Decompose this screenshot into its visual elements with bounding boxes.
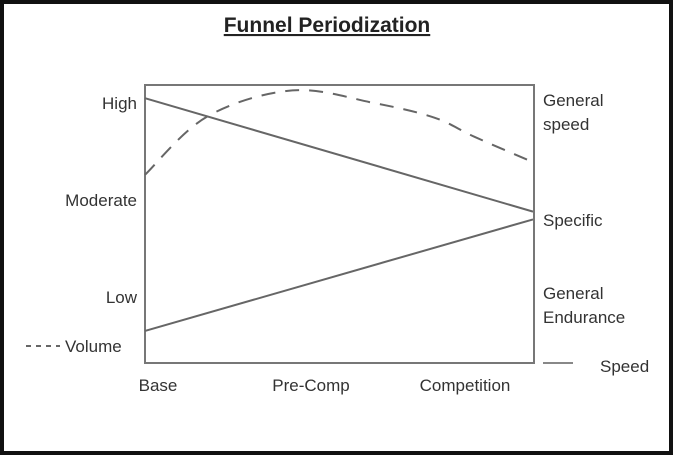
chart-title: Funnel Periodization [224, 14, 431, 37]
y-tick-high: High [102, 94, 137, 113]
y-tick-moderate: Moderate [65, 191, 137, 210]
x-tick-competition: Competition [420, 376, 511, 395]
right-label-general-speed-2: speed [543, 115, 589, 134]
right-label-general-speed-1: General [543, 91, 603, 110]
y-tick-low: Low [106, 288, 138, 307]
series-line-speed-general-endurance [144, 218, 534, 332]
x-tick-base: Base [139, 376, 178, 395]
plot-area [144, 84, 535, 364]
series-line-volume [144, 89, 534, 176]
right-label-general-endurance-1: General [543, 284, 603, 303]
legend-speed-label: Speed [600, 357, 649, 376]
series-line-speed-general-speed [144, 97, 534, 213]
x-tick-pre-comp: Pre-Comp [272, 376, 349, 395]
right-label-general-endurance-2: Endurance [543, 308, 625, 327]
right-label-specific: Specific [543, 211, 603, 230]
legend-volume-label: Volume [65, 337, 122, 356]
